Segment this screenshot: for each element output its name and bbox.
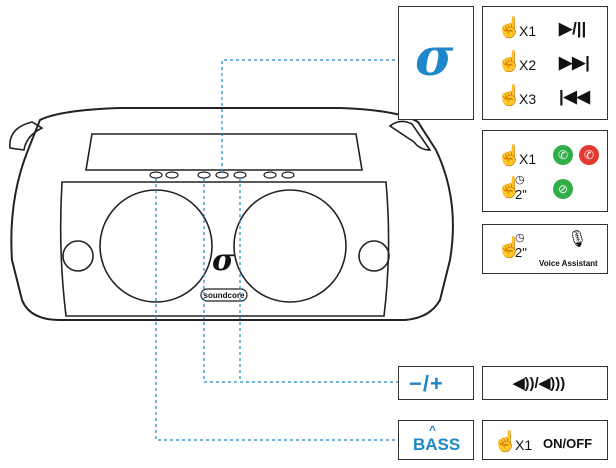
speaker-logo: σ: [212, 243, 235, 278]
left-radiator: [62, 240, 94, 272]
play-button: [215, 171, 229, 179]
hand-icon: ☝: [497, 85, 522, 107]
power-button: [281, 171, 295, 179]
call-row-2: ☝ ◷ 2" ⊘: [497, 174, 601, 205]
front-grille: [59, 181, 390, 317]
hand-icon: ☝: [497, 145, 522, 167]
playback-row-2: ☝ X2 ▶▶|: [497, 51, 590, 73]
hand-icon: ☝: [497, 51, 522, 73]
brand-text: soundcore: [204, 291, 245, 300]
volume-icons: ◀))/◀))): [513, 375, 566, 392]
right-handle: [388, 120, 432, 151]
volume-icons-callout: ◀))/◀))): [482, 366, 608, 400]
call-row-1: ☝ X1 ✆ ✆: [497, 143, 601, 169]
voice-assistant-callout: ☝ ◷ 2" 🎙 Voice Assistant: [482, 224, 608, 274]
playback-row-1: ☝ X1 ▶/||: [497, 17, 587, 39]
call-callout: ☝ X1 ✆ ✆ ☝ ◷ 2" ⊘: [482, 130, 608, 212]
volume-key-callout: −/+: [398, 366, 474, 400]
top-buttons: [149, 171, 295, 179]
hand-hold-icon: ☝: [497, 177, 522, 199]
hand-hold-icon: ☝: [497, 237, 522, 259]
answer-call-icon: ✆: [553, 145, 573, 165]
clock-icon: ◷: [515, 174, 525, 186]
hand-icon: ☝: [493, 431, 518, 453]
playback-callout: ☝ X1 ▶/|| ☝ X2 ▶▶| ☝ X3 |◀◀: [482, 6, 608, 120]
bass-arrow-icon: ^: [429, 423, 437, 437]
power-callout: ☝ X1 ON/OFF: [482, 420, 608, 460]
left-handle: [9, 121, 44, 151]
speaker-body: [10, 107, 454, 321]
hand-icon: ☝: [497, 17, 522, 39]
logo-glyph: σ: [415, 27, 454, 88]
microphone-icon: 🎙: [567, 231, 588, 248]
leader-logo: [221, 59, 398, 172]
right-radiator: [358, 240, 390, 272]
bass-callout: ^ BASS: [398, 420, 474, 460]
reject-call-icon: ✆: [579, 145, 599, 165]
volume-up-button: [233, 171, 247, 179]
playback-row-3: ☝ X3 |◀◀: [497, 85, 590, 107]
volume-down-button: [197, 171, 211, 179]
logo-callout: σ: [398, 6, 474, 120]
right-woofer: [233, 189, 347, 303]
leader-volume: [203, 178, 398, 383]
leader-bass: [155, 178, 398, 441]
clock-icon: ◷: [515, 232, 525, 244]
top-panel: [85, 133, 363, 171]
mute-call-icon: ⊘: [553, 179, 573, 199]
bass-button: [149, 171, 163, 179]
